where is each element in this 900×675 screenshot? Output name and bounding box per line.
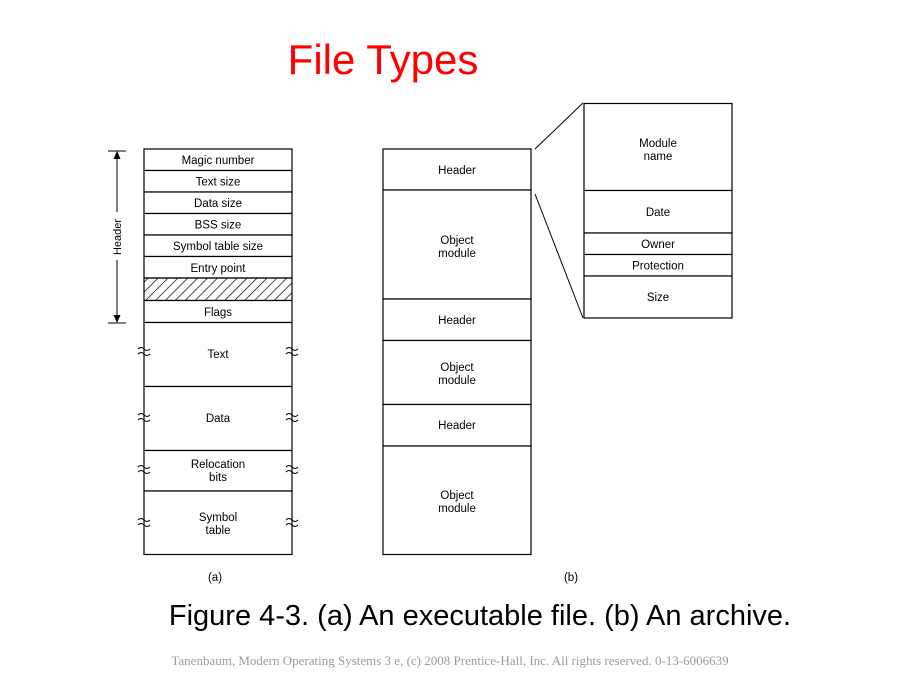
header-field: Data size: [143, 191, 293, 215]
header-field: Flags: [143, 299, 293, 324]
field-data-size: Data size: [194, 198, 242, 210]
slide-title: File Types: [287, 36, 479, 83]
header-bracket-label: Header: [112, 219, 124, 255]
detail-date: Date: [583, 189, 733, 234]
field-flags: Flags: [204, 307, 232, 319]
archive-header: Header: [382, 148, 532, 191]
archive-header-label: Header: [438, 315, 476, 327]
archive-object-module: Object module: [382, 445, 532, 556]
section-relocation-bits: Relocation bits: [143, 449, 293, 492]
field-entry-point: Entry point: [191, 263, 247, 275]
section-symbol-line1: Symbol: [199, 512, 237, 524]
archive-header: Header: [382, 403, 532, 447]
header-field: BSS size: [143, 212, 293, 236]
section-data-label: Data: [206, 413, 231, 425]
hatched-reserved-field: [143, 277, 293, 302]
detail-module-line1: Module: [639, 138, 677, 150]
header-field: Magic number: [143, 148, 293, 172]
section-text: Text: [143, 321, 293, 388]
detail-owner-label: Owner: [641, 239, 675, 251]
executable-file: Header Magic number Text size Data size …: [108, 148, 299, 584]
archive-header-label: Header: [438, 165, 476, 177]
field-bss-size: BSS size: [195, 220, 242, 232]
copyright-footer: Tanenbaum, Modern Operating Systems 3 e,…: [171, 653, 729, 668]
field-magic-number: Magic number: [182, 155, 255, 167]
header-field: Text size: [143, 169, 293, 193]
label-b: (b): [564, 572, 578, 584]
label-a: (a): [208, 572, 222, 584]
archive: Header Object module Header Object modul…: [382, 102, 733, 584]
header-detail: Module name Date Owner Protection Size: [583, 102, 733, 319]
header-field: Symbol table size: [143, 234, 293, 258]
detail-size-label: Size: [647, 292, 669, 304]
detail-owner: Owner: [583, 232, 733, 256]
detail-module-name: Module name: [583, 102, 733, 192]
field-symbol-table-size: Symbol table size: [173, 241, 263, 253]
detail-module-line2: name: [644, 151, 673, 163]
section-symbol-table: Symbol table: [143, 490, 293, 556]
archive-object-line2: module: [438, 503, 476, 515]
archive-object-line1: Object: [440, 362, 474, 374]
archive-object-line1: Object: [440, 490, 474, 502]
section-relocation-line1: Relocation: [191, 459, 245, 471]
break-marks: [137, 347, 299, 527]
section-symbol-line2: table: [206, 525, 231, 537]
header-bracket: Header: [108, 150, 126, 324]
archive-object-line1: Object: [440, 235, 474, 247]
archive-object-line2: module: [438, 375, 476, 387]
archive-header: Header: [382, 298, 532, 342]
archive-object-module: Object module: [382, 189, 532, 300]
archive-header-label: Header: [438, 420, 476, 432]
section-data: Data: [143, 385, 293, 452]
detail-protection-label: Protection: [632, 261, 684, 273]
detail-protection: Protection: [583, 253, 733, 277]
detail-size: Size: [583, 275, 733, 319]
figure-caption: Figure 4-3. (a) An executable file. (b) …: [168, 600, 792, 632]
section-text-label: Text: [207, 349, 229, 361]
header-field: Entry point: [143, 255, 293, 279]
section-relocation-line2: bits: [209, 472, 227, 484]
expansion-lines: [534, 102, 584, 319]
field-text-size: Text size: [196, 177, 241, 189]
archive-object-line2: module: [438, 248, 476, 260]
detail-date-label: Date: [646, 207, 670, 219]
archive-object-module: Object module: [382, 339, 532, 406]
